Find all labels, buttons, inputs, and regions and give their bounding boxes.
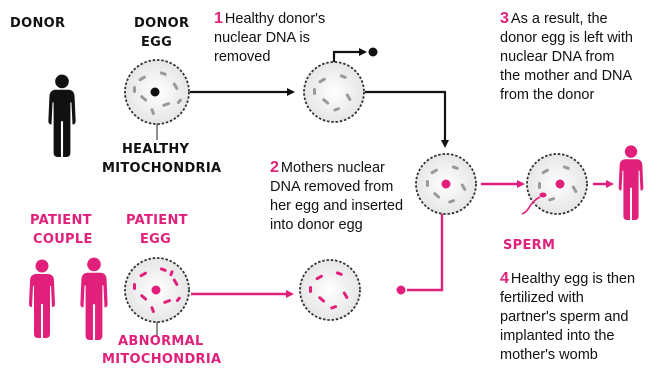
label-abnormal-mito-2: MITOCHONDRIA bbox=[102, 352, 221, 367]
donor-egg-cell bbox=[125, 60, 189, 124]
step-3-line-3: nuclear DNA from bbox=[500, 49, 614, 65]
step-4-line-1: Healthy egg is then bbox=[511, 271, 635, 287]
step-3-number: 3 bbox=[500, 10, 509, 27]
step-4-number: 4 bbox=[500, 270, 509, 287]
step-1-line-2: nuclear DNA is bbox=[214, 30, 310, 46]
arrow-to-reconstructed-egg bbox=[365, 92, 445, 146]
donor-figure bbox=[48, 75, 75, 157]
patient-egg-cell bbox=[125, 258, 189, 322]
step-2-line-2: DNA removed from bbox=[270, 179, 393, 195]
donor-nucleus bbox=[151, 88, 160, 97]
label-donor-egg-2: EGG bbox=[141, 35, 172, 50]
step-2-line-1: Mothers nuclear bbox=[281, 160, 385, 176]
step-4-line-3: partner's sperm and bbox=[500, 309, 629, 325]
removed-donor-nucleus bbox=[369, 48, 378, 57]
step-2-line-4: into donor egg bbox=[270, 217, 363, 233]
mother-nucleus bbox=[442, 180, 451, 189]
enucleated-donor-egg bbox=[304, 62, 364, 122]
step-1-line-3: removed bbox=[214, 49, 270, 65]
step-1-line-1: Healthy donor's bbox=[225, 11, 325, 27]
label-healthy-mito-2: MITOCHONDRIA bbox=[102, 161, 221, 176]
step-4-line-4: implanted into the bbox=[500, 328, 614, 344]
label-donor-egg-1: DONOR bbox=[134, 16, 189, 31]
label-abnormal-mito-1: ABNORMAL bbox=[118, 334, 204, 349]
step-3-line-1: As a result, the bbox=[511, 11, 608, 27]
label-patient-egg-1: PATIENT bbox=[126, 213, 188, 228]
patient-nucleus bbox=[152, 286, 161, 295]
label-patient-egg-2: EGG bbox=[140, 232, 171, 247]
step-3-line-4: the mother and DNA bbox=[500, 68, 633, 84]
fertilized-egg bbox=[527, 154, 587, 214]
reconstructed-egg bbox=[416, 154, 476, 214]
step-3-line-2: donor egg is left with bbox=[500, 30, 633, 46]
step-4-line-5: mother's womb bbox=[500, 347, 598, 363]
mother-figure bbox=[619, 145, 644, 220]
step-3-line-5: from the donor bbox=[500, 87, 594, 103]
label-sperm: SPERM bbox=[503, 238, 555, 253]
step-4-line-2: fertilized with bbox=[500, 290, 584, 306]
step-2-line-3: her egg and inserted bbox=[270, 198, 403, 214]
svg-text:3As a result, the: 3As a result, the bbox=[500, 10, 608, 27]
label-patient-couple-2: COUPLE bbox=[33, 232, 93, 247]
removed-patient-nucleus bbox=[397, 286, 406, 295]
label-healthy-mito-1: HEALTHY bbox=[122, 142, 190, 157]
patient-couple-figures bbox=[29, 258, 108, 340]
label-donor: DONOR bbox=[10, 16, 65, 31]
step-1-number: 1 bbox=[214, 10, 223, 27]
label-patient-couple-1: PATIENT bbox=[30, 213, 92, 228]
enucleated-patient-egg bbox=[300, 260, 360, 320]
step-2-number: 2 bbox=[270, 159, 279, 176]
